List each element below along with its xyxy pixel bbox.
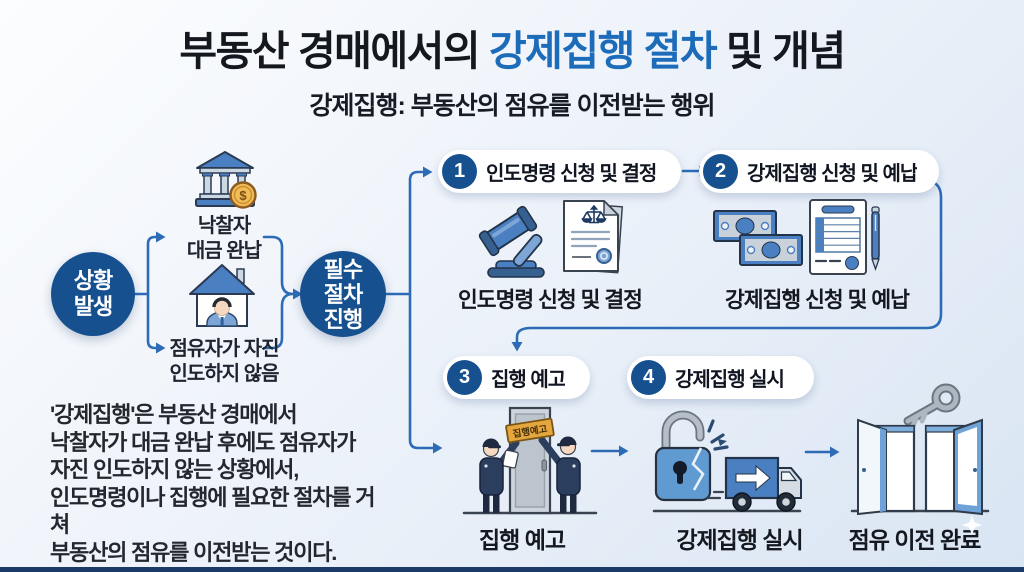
bottom-accent-bar [0, 567, 1024, 572]
gavel-icon [478, 205, 545, 278]
cause-top-line1: 낙찰자 [197, 215, 251, 237]
description-line: '강제집행'은 부동산 경매에서 [50, 402, 298, 427]
arrowhead [619, 445, 629, 457]
cause-bottom-line1: 점유자가 자진 [169, 338, 280, 360]
merge-line2: 절차 [323, 281, 363, 307]
step3-pill: 3 집행 예고 [443, 356, 590, 399]
house-occupant-icon [189, 264, 255, 327]
arrowhead [293, 288, 303, 300]
step1-title: 인도명령 신청 및 결정 [486, 163, 657, 185]
form-pen-icon [809, 199, 880, 275]
step4-caption: 강제집행 실시 [676, 527, 803, 553]
description-paragraph: '강제집행'은 부동산 경매에서 낙찰자가 대금 완납 후에도 점유자가 자진 … [50, 401, 390, 566]
situation-start-node: 상황 발생 [51, 252, 135, 336]
coin-symbol: $ [239, 188, 247, 203]
step3-title: 집행 예고 [491, 369, 566, 391]
step3-number-badge: 3 [447, 360, 482, 395]
key-doors-icon [850, 383, 990, 516]
description-line: 인도명령이나 집행에 필요한 절차를 거쳐 [50, 484, 375, 538]
cause-top-label: 낙찰자 대금 완납 [144, 214, 304, 264]
title-highlight: 강제집행 절차 [488, 28, 718, 74]
arrowhead [423, 166, 433, 178]
step2-number-badge: 2 [703, 154, 738, 189]
step2-to-step3-loop [515, 179, 943, 344]
merge-bracket-connector [262, 235, 295, 350]
scales-document-icon [563, 200, 624, 274]
required-procedure-node: 필수 절차 진행 [300, 251, 386, 337]
step4-number-badge: 4 [631, 360, 666, 395]
split-bracket-connector [133, 235, 158, 350]
unlock-truck-icon [652, 410, 802, 513]
step4-pill: 4 강제집행 실시 [627, 356, 814, 399]
sparkle-icon [962, 515, 982, 535]
situation-start-line2: 발생 [73, 294, 113, 319]
arrowhead [511, 342, 523, 352]
arrowhead [156, 342, 166, 354]
step2-caption: 강제집행 신청 및 예납 [725, 288, 910, 312]
arrowhead [156, 231, 166, 243]
description-line: 부동산의 점유를 이전받는 것이다. [50, 539, 337, 565]
description-line: 낙찰자가 대금 완납 후에도 점유자가 [50, 429, 356, 455]
step2-pill: 2 강제집행 신청 및 예납 [699, 150, 939, 193]
trunk-connector [384, 170, 435, 450]
money-bills-icon [713, 210, 803, 266]
page-title: 부동산 경매에서의 강제집행 절차 및 개념 [0, 26, 1024, 76]
subtitle: 강제집행: 부동산의 점유를 이전받는 행위 [309, 92, 715, 120]
cause-bottom-line2: 인도하지 않음 [169, 363, 280, 385]
cause-bottom-label: 점유자가 자진 인도하지 않음 [134, 337, 314, 387]
final-caption: 점유 이전 완료 [848, 527, 982, 553]
description-line: 자진 인도하지 않는 상황에서, [50, 457, 299, 482]
merge-line3: 진행 [323, 306, 363, 332]
arrowhead [830, 446, 840, 458]
officers-door-icon: 집행예고 [462, 406, 598, 515]
step2-title: 강제집행 신청 및 예납 [747, 163, 918, 185]
step4-title: 강제집행 실시 [675, 369, 784, 391]
bank-icon: $ [195, 151, 257, 209]
cause-top-line2: 대금 완납 [186, 240, 262, 262]
notice-tag-text: 집행예고 [512, 423, 549, 440]
step1-caption: 인도명령 신청 및 결정 [458, 288, 643, 312]
step3-caption: 집행 예고 [478, 527, 566, 553]
title-part-post: 및 개념 [716, 28, 846, 74]
step1-pill: 1 인도명령 신청 및 결정 [438, 150, 681, 193]
step1-number-badge: 1 [442, 154, 477, 189]
title-part-pre: 부동산 경매에서의 [179, 28, 489, 74]
arrowhead [433, 442, 443, 454]
merge-line1: 필수 [323, 256, 363, 282]
situation-start-line1: 상황 [73, 268, 113, 293]
